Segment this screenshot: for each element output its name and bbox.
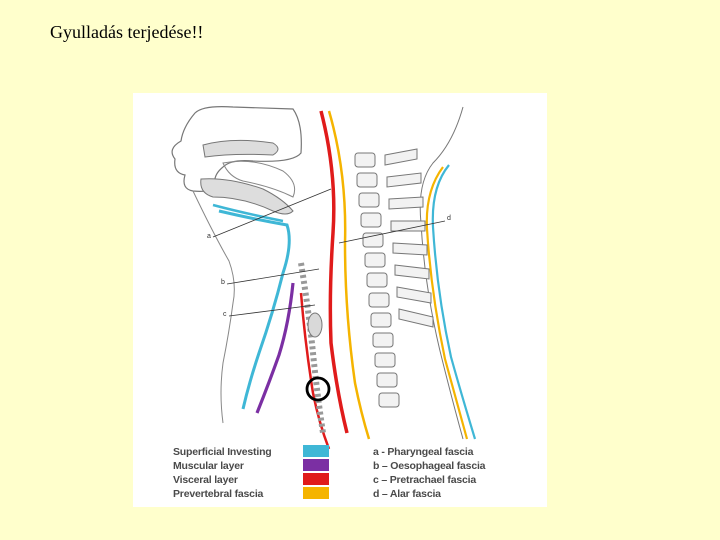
visceral-layer bbox=[321, 111, 347, 433]
posterior-blue-line bbox=[433, 165, 475, 439]
callout-label-a: a bbox=[207, 233, 211, 240]
callout-label-c: c bbox=[223, 311, 227, 318]
swatch-muscular-layer bbox=[303, 459, 329, 471]
palate-bone bbox=[203, 140, 278, 157]
swatch-visceral-layer bbox=[303, 473, 329, 485]
legend-label-prevertebral-fascia: Prevertebral fascia bbox=[173, 487, 288, 501]
trachea bbox=[301, 263, 323, 433]
callout-label-b: b bbox=[221, 279, 225, 286]
legend-swatches bbox=[303, 445, 329, 501]
legend-label-visceral-layer: Visceral layer bbox=[173, 473, 288, 487]
swatch-prevertebral-fascia bbox=[303, 487, 329, 499]
layer-legend: Superficial Investing Muscular layer Vis… bbox=[173, 445, 288, 501]
legend-label-muscular-layer: Muscular layer bbox=[173, 459, 288, 473]
cervical-vertebrae bbox=[355, 153, 399, 407]
legend-label-pretrachael-fascia: c – Pretrachael fascia bbox=[373, 473, 543, 487]
legend-label-alar-fascia: d – Alar fascia bbox=[373, 487, 543, 501]
jaw-bone bbox=[201, 179, 293, 214]
legend-label-pharyngeal-fascia: a - Pharyngeal fascia bbox=[373, 445, 543, 459]
swatch-superficial-investing bbox=[303, 445, 329, 457]
callout-label-d: d bbox=[447, 215, 451, 222]
slide-title: Gyulladás terjedése!! bbox=[50, 22, 203, 43]
fascia-legend: a - Pharyngeal fascia b – Oesophageal fa… bbox=[373, 445, 543, 501]
legend-label-superficial-investing: Superficial Investing bbox=[173, 445, 288, 459]
thyroid-gland bbox=[308, 313, 322, 337]
neck-fascia-diagram: a b c d Superficial Investing Muscular l… bbox=[133, 93, 547, 507]
legend-label-oesophageal-fascia: b – Oesophageal fascia bbox=[373, 459, 543, 473]
anterior-neck-skin bbox=[193, 191, 234, 423]
legend: Superficial Investing Muscular layer Vis… bbox=[173, 445, 533, 501]
